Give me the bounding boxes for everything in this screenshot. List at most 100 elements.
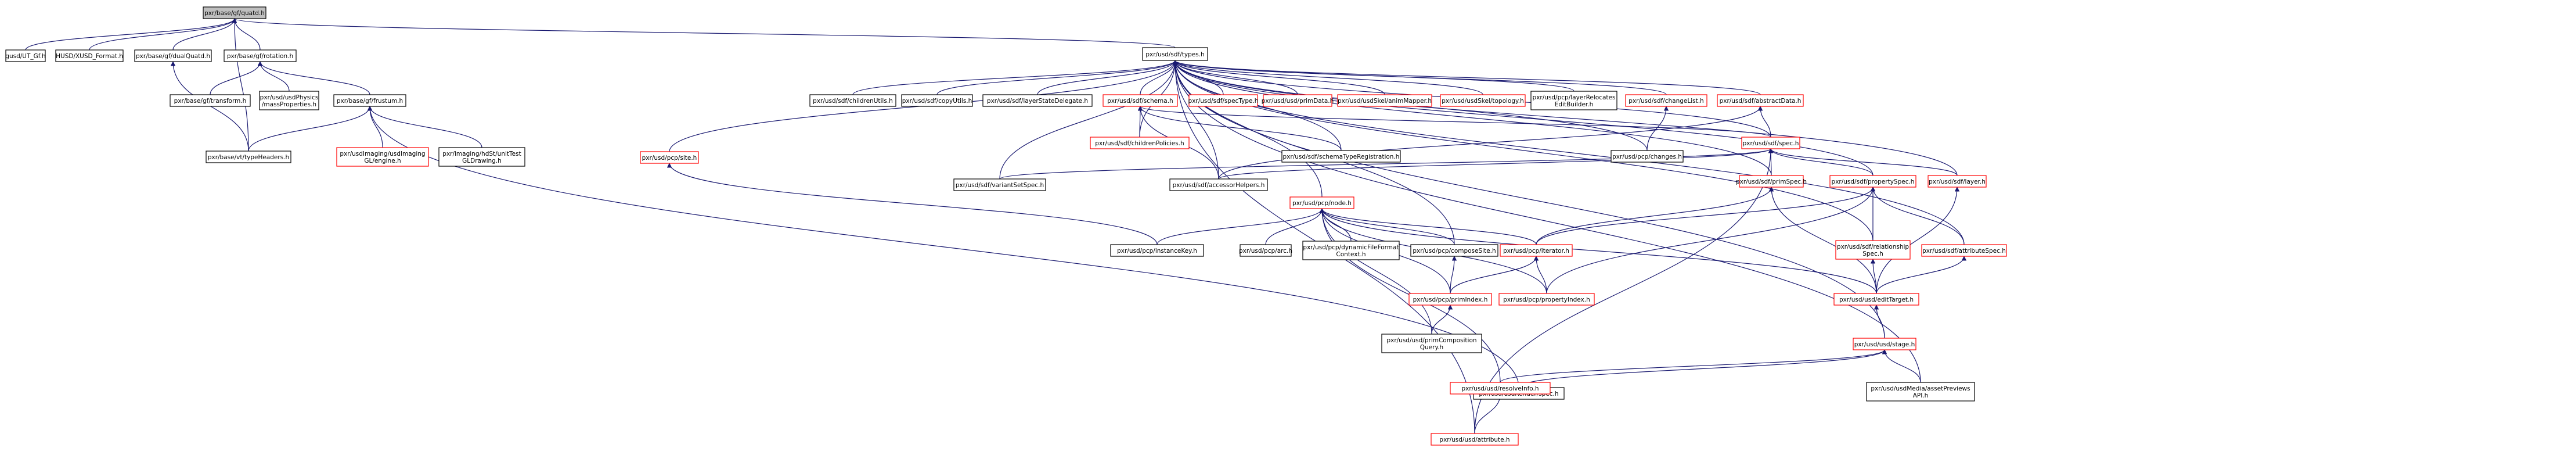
node-label: pxr/usd/usd/editTarget.h	[1839, 296, 1914, 303]
edge-layer-to-edittarget	[1876, 187, 1960, 294]
edge-stage-to-renderspec	[1518, 349, 1887, 388]
node-box	[953, 178, 1046, 191]
node-spectype[interactable]: pxr/usd/sdf/specType.h	[1188, 94, 1259, 107]
node-transform[interactable]: pxr/base/gf/transform.h	[170, 94, 251, 107]
node-pcpnode[interactable]: pxr/usd/pcp/node.h	[1289, 196, 1354, 209]
node-childrenpolicies[interactable]: pxr/usd/sdf/childrenPolicies.h	[1090, 137, 1190, 149]
node-box	[1833, 293, 1919, 306]
node-composesite[interactable]: pxr/usd/pcp/composeSite.h	[1410, 244, 1498, 257]
edge-schema-to-spec	[1138, 106, 1771, 138]
node-variantsetspec[interactable]: pxr/usd/sdf/variantSetSpec.h	[953, 178, 1046, 191]
node-label: Spec.h	[1862, 250, 1883, 257]
node-gusd[interactable]: gusd/UT_Gf.h	[5, 49, 46, 62]
node-label: API.h	[1913, 392, 1929, 399]
node-primspec[interactable]: pxr/usd/sdf/primSpec.h	[1736, 175, 1807, 188]
node-animmapper[interactable]: pxr/usd/usdSkel/animMapper.h	[1337, 94, 1432, 107]
node-attribute[interactable]: pxr/usd/usd/attribute.h	[1431, 433, 1519, 446]
node-spec[interactable]: pxr/usd/sdf/spec.h	[1741, 137, 1800, 149]
node-frustum[interactable]: pxr/base/gf/frustum.h	[333, 94, 406, 107]
node-box	[1302, 241, 1400, 260]
node-massprops[interactable]: pxr/usd/usdPhysics/massProperties.h	[259, 91, 319, 110]
node-box	[259, 91, 319, 110]
node-attributespec[interactable]: pxr/usd/sdf/attributeSpec.h	[1921, 244, 2007, 257]
edge-schema-to-schematypereg	[1137, 106, 1342, 151]
node-resolveinfo[interactable]: pxr/usd/usd/resolveInfo.h	[1450, 382, 1551, 395]
node-label: pxr/usd/sdf/primSpec.h	[1736, 178, 1807, 185]
node-box	[1853, 338, 1916, 350]
edge-primindex-to-primcomposition	[1431, 304, 1453, 335]
node-label: pxr/usd/pcp/instanceKey.h	[1117, 248, 1197, 255]
node-primdata[interactable]: pxr/usd/usd/primData.h	[1262, 94, 1334, 107]
edge-changelist-to-changes	[1647, 106, 1669, 151]
node-propertyindex[interactable]: pxr/usd/pcp/propertyIndex.h	[1498, 293, 1595, 306]
node-instancekey[interactable]: pxr/usd/pcp/instanceKey.h	[1110, 244, 1204, 257]
node-rotation[interactable]: pxr/base/gf/rotation.h	[224, 49, 297, 62]
node-box	[1410, 244, 1498, 257]
node-types[interactable]: pxr/usd/sdf/types.h	[1142, 47, 1208, 61]
node-box	[1739, 175, 1804, 188]
node-husd[interactable]: HUSD/XUSD_Format.h	[55, 49, 124, 62]
node-label: pxr/usd/pcp/iterator.h	[1503, 248, 1569, 255]
node-label: pxr/usd/sdf/copyUtils.h	[902, 98, 972, 105]
node-label: pxr/usd/usdSkel/topology.h	[1442, 98, 1523, 105]
node-label: pxr/usd/sdf/propertySpec.h	[1832, 178, 1915, 185]
node-label: pxr/usd/usd/primData.h	[1262, 98, 1334, 105]
node-propertyspec[interactable]: pxr/usd/sdf/propertySpec.h	[1829, 175, 1916, 188]
edge-frustum-to-typeheaders	[248, 106, 373, 152]
node-label: HUSD/XUSD_Format.h	[56, 53, 123, 60]
edge-types-to-primspec	[1172, 60, 1772, 176]
edge-propertyspec-to-propertyindex	[1546, 187, 1876, 294]
node-box	[1866, 382, 1975, 402]
node-schematypereg[interactable]: pxr/usd/sdf/schemaTypeRegistration.h	[1281, 150, 1401, 163]
node-box	[206, 151, 291, 163]
node-stage[interactable]: pxr/usd/usd/stage.h	[1853, 338, 1916, 350]
node-changelist[interactable]: pxr/usd/sdf/changeList.h	[1625, 94, 1707, 107]
node-box	[1263, 94, 1332, 107]
node-label: pxr/base/vt/typeHeaders.h	[208, 154, 289, 161]
node-quatd[interactable]: pxr/base/gf/quatd.h	[203, 6, 266, 19]
node-layerstate[interactable]: pxr/usd/sdf/layerStateDelegate.h	[982, 94, 1093, 107]
node-box	[1289, 196, 1354, 209]
node-typeheaders[interactable]: pxr/base/vt/typeHeaders.h	[206, 151, 291, 163]
node-box	[170, 94, 251, 107]
node-copyutils[interactable]: pxr/usd/sdf/copyUtils.h	[901, 94, 973, 107]
node-label: pxr/usd/sdf/layer.h	[1929, 178, 1986, 185]
node-accessorhelpers[interactable]: pxr/usd/sdf/accessorHelpers.h	[1169, 178, 1268, 191]
node-iterator[interactable]: pxr/usd/pcp/iterator.h	[1500, 244, 1573, 257]
node-label: pxr/usd/sdf/types.h	[1145, 51, 1204, 58]
node-site[interactable]: pxr/usd/pcp/site.h	[640, 151, 699, 164]
node-label: pxr/usd/pcp/site.h	[642, 155, 697, 162]
edge-pcpnode-to-primcomposition	[1319, 208, 1432, 335]
node-label: pxr/base/gf/transform.h	[174, 98, 247, 105]
node-layer[interactable]: pxr/usd/sdf/layer.h	[1928, 175, 1987, 188]
node-schema[interactable]: pxr/usd/sdf/schema.h	[1103, 94, 1178, 107]
edge-abstractdata-to-spec	[1757, 106, 1771, 138]
node-childrenutils[interactable]: pxr/usd/sdf/childrenUtils.h	[809, 94, 896, 107]
edge-pcpnode-to-arc	[1265, 208, 1325, 245]
node-label: pxr/usd/sdf/changeList.h	[1629, 98, 1703, 105]
node-label: pxr/usd/sdf/schemaTypeRegistration.h	[1283, 153, 1400, 160]
node-changes[interactable]: pxr/usd/pcp/changes.h	[1611, 150, 1684, 163]
edge-quatd-to-typeheaders	[232, 18, 249, 152]
node-label: pxr/usd/pcp/arc.h	[1239, 248, 1292, 255]
node-box	[134, 49, 212, 62]
node-topology[interactable]: pxr/usd/usdSkel/topology.h	[1440, 94, 1526, 107]
edge-quatd-to-dualquatd	[172, 18, 237, 51]
node-label: pxr/usd/usdPhysics	[260, 94, 319, 101]
node-abstractdata[interactable]: pxr/usd/sdf/abstractData.h	[1717, 94, 1804, 107]
node-box	[5, 49, 46, 62]
node-edittarget[interactable]: pxr/usd/usd/editTarget.h	[1833, 293, 1919, 306]
node-box	[1169, 178, 1268, 191]
node-primindex[interactable]: pxr/usd/pcp/primIndex.h	[1408, 293, 1492, 306]
edge-abstractdata-to-accessorhelpers	[1218, 106, 1763, 180]
node-dualquatd[interactable]: pxr/base/gf/dualQuatd.h	[134, 49, 212, 62]
node-arc[interactable]: pxr/usd/pcp/arc.h	[1239, 244, 1292, 257]
node-label: pxr/usd/pcp/composeSite.h	[1413, 248, 1496, 255]
